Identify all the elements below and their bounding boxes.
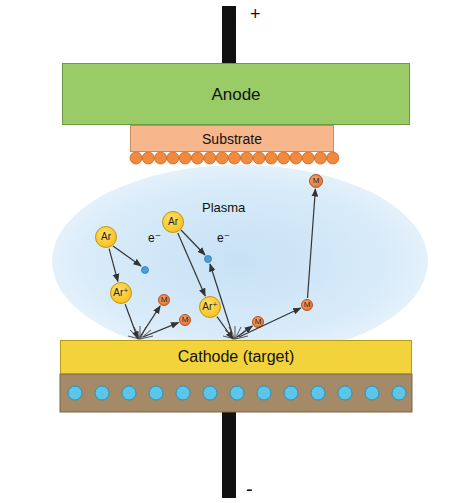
- magnet-dot: [365, 386, 379, 400]
- magnet-dot: [176, 386, 190, 400]
- magnet-dot: [257, 386, 271, 400]
- metal-atom: M: [301, 299, 313, 311]
- atom-symbol: Ar: [168, 217, 178, 227]
- magnet-dot: [392, 386, 406, 400]
- film-atom: [241, 152, 253, 164]
- film-atom: [290, 152, 302, 164]
- electron-label: e⁻: [148, 231, 161, 245]
- film-atom: [315, 152, 327, 164]
- metal-atom: M: [309, 174, 323, 188]
- film-atom: [216, 152, 228, 164]
- negative-lead: [222, 412, 236, 498]
- film-atom: [179, 152, 191, 164]
- atom-symbol: M: [161, 296, 168, 304]
- cathode-target: Cathode (target): [60, 340, 412, 374]
- argon-atom: Ar: [95, 226, 117, 248]
- atom-symbol: Ar: [101, 232, 111, 242]
- magnet-dot: [149, 386, 163, 400]
- plasma-cloud: PlasmaMArArAr⁺MMAr⁺MM: [52, 165, 428, 357]
- magnet-row: [68, 386, 406, 400]
- node-title: Substrate: [202, 132, 262, 146]
- atom-symbol: M: [304, 301, 311, 309]
- atom-symbol: M: [182, 316, 189, 324]
- metal-atom: M: [158, 294, 170, 306]
- film-atom: [278, 152, 290, 164]
- node-title: Plasma: [202, 201, 245, 214]
- atom-symbol: Ar⁺: [202, 302, 217, 312]
- deposited-film: [130, 152, 339, 164]
- film-atom: [204, 152, 216, 164]
- substrate-box: Substrate: [130, 125, 334, 152]
- film-atom: [192, 152, 204, 164]
- film-atom: [130, 152, 142, 164]
- film-atom: [327, 152, 339, 164]
- film-atom: [167, 152, 179, 164]
- magnet-dot: [284, 386, 298, 400]
- magnet-dot: [122, 386, 136, 400]
- film-atom: [302, 152, 314, 164]
- magnet-dot: [68, 386, 82, 400]
- magnet-dot: [338, 386, 352, 400]
- node-title: Anode: [211, 86, 260, 103]
- argon-ion: Ar⁺: [110, 282, 132, 304]
- atom-symbol: Ar⁺: [113, 288, 128, 298]
- electron-label: e⁻: [217, 231, 230, 245]
- film-atom: [155, 152, 167, 164]
- metal-atom: M: [179, 314, 191, 326]
- atom-symbol: M: [255, 318, 262, 326]
- magnet-dot: [95, 386, 109, 400]
- metal-atom: M: [252, 316, 264, 328]
- polarity-sign: -: [246, 478, 253, 501]
- anode-box: Anode: [62, 63, 410, 125]
- film-atom: [253, 152, 265, 164]
- film-atom: [142, 152, 154, 164]
- magnet-dot: [203, 386, 217, 400]
- atom-symbol: M: [313, 177, 320, 185]
- film-atom: [265, 152, 277, 164]
- polarity-sign: +: [250, 4, 261, 25]
- magnet-dot: [230, 386, 244, 400]
- film-atom: [228, 152, 240, 164]
- magnet-band: [60, 374, 412, 412]
- magnet-dot: [311, 386, 325, 400]
- argon-atom: Ar: [162, 211, 184, 233]
- positive-lead: [222, 6, 236, 64]
- node-title: Cathode (target): [178, 349, 295, 365]
- argon-ion: Ar⁺: [199, 296, 221, 318]
